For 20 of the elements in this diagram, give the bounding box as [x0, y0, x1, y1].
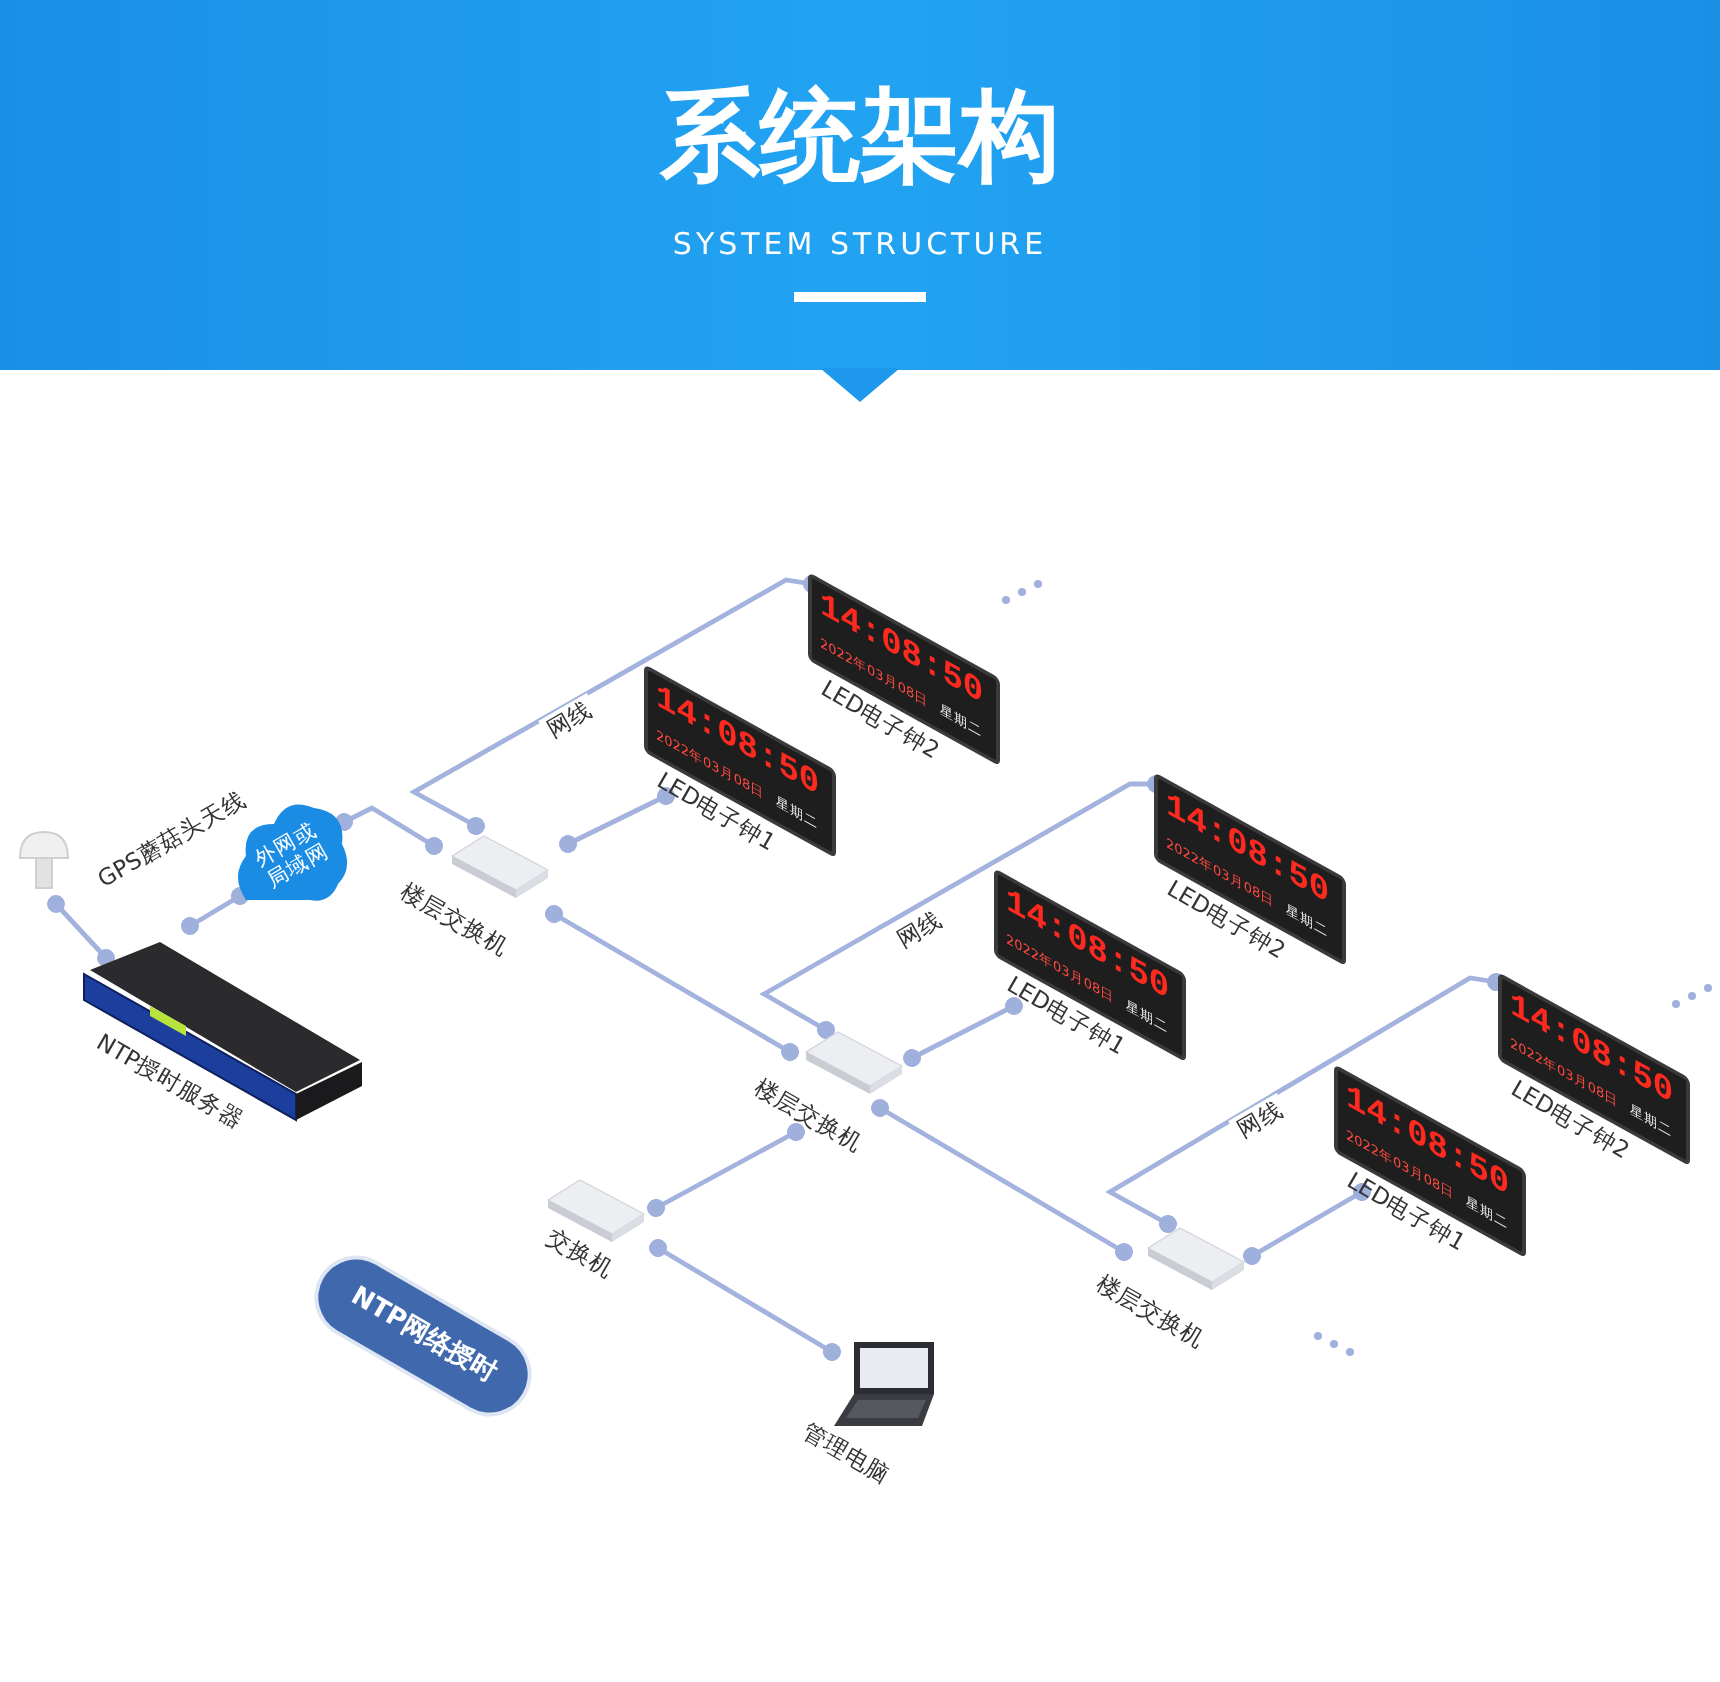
network-cable	[47, 895, 115, 967]
subtitle: SYSTEM STRUCTURE	[670, 224, 1050, 264]
network-cable	[559, 787, 675, 853]
network-cable	[647, 1123, 805, 1217]
laptop-label: 管理电脑	[796, 1417, 896, 1491]
network-cable	[545, 905, 799, 1061]
network-cable	[181, 887, 249, 935]
switch-label: 楼层交换机	[394, 877, 514, 963]
antenna-label: GPS蘑菇头天线	[92, 785, 252, 895]
network-cable	[871, 1099, 1133, 1261]
cloud-label: 外网或局域网	[250, 818, 334, 894]
network-cable	[335, 805, 443, 855]
network-cable	[903, 997, 1023, 1067]
switch-label: 交换机	[541, 1223, 619, 1285]
switch-label: 楼层交换机	[1090, 1269, 1210, 1355]
title: 系统架构	[657, 76, 1062, 196]
switch-label: 楼层交换机	[748, 1073, 868, 1159]
network-cable	[1243, 1183, 1371, 1265]
server-label: NTP授时服务器	[91, 1027, 249, 1137]
network-cable	[649, 1239, 841, 1361]
